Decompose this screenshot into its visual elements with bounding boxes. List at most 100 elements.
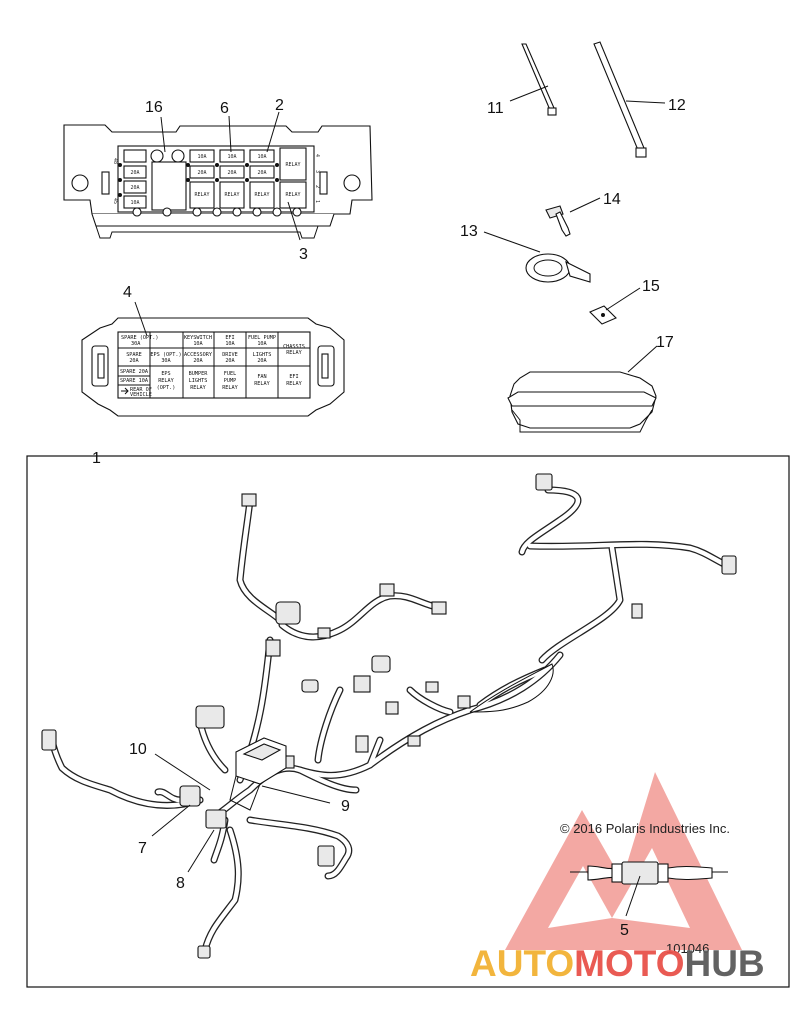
fuse-box-side-label: 3: [314, 170, 320, 173]
callout-10: 10: [129, 741, 147, 758]
harness-fuse-box-mount: [229, 737, 287, 811]
callout-4: 4: [123, 284, 132, 301]
push-rivet: [545, 205, 571, 237]
fuse-cover-cell: 20A: [225, 358, 235, 364]
callout-numbers: 1 2 3 4 5 6 7 8 9 10 11 12 13 14 15 16 1…: [92, 97, 686, 939]
fuse-cover-cell: RELAY: [286, 381, 302, 387]
callout-5: 5: [620, 922, 629, 939]
inline-fuse-holder: [570, 861, 728, 885]
cable-tie-long: [593, 41, 647, 158]
fuse-cover-cell: EPS: [161, 371, 170, 377]
fuse-label: 10A: [130, 200, 139, 206]
fuse-cover-cell: RELAY: [286, 350, 302, 356]
fuse-label: 20A: [227, 170, 236, 176]
callout-1: 1: [92, 450, 101, 467]
leader-lines: [134, 85, 666, 917]
callout-7: 7: [138, 840, 147, 857]
fuse-cover-cell: VEHICLE: [130, 392, 152, 398]
fuse-cover-cell: SPARE 10A: [120, 378, 149, 384]
fuse-cover-cell: (OPT.): [157, 385, 176, 391]
fuse-cover-cell: RELAY: [190, 385, 206, 391]
p-clamp: [525, 253, 591, 283]
callout-6: 6: [220, 100, 229, 117]
harness-frame: [26, 455, 790, 988]
callout-14: 14: [603, 191, 621, 208]
fuse-label: 10A: [197, 154, 206, 160]
fuse-cover-cell: DRIVE: [222, 352, 238, 358]
fuse-cover-cell: SPARE: [126, 352, 142, 358]
diagram-part-number: 101046: [666, 941, 709, 956]
harness-trunk-fill: [49, 487, 731, 953]
fuse-cover: SPARE (OPT.) 30A KEYSWITCH 10A EFI 10A F…: [81, 317, 345, 417]
fuse-cover-cell: ACCESSORY: [184, 352, 213, 358]
fuse-cover-cell: EFI: [225, 335, 234, 341]
relay-label: RELAY: [285, 162, 300, 168]
watermark-auto: AUTO: [470, 943, 574, 984]
fuse-box-side-label: 48: [112, 158, 118, 164]
fuse-cover-cell: SPARE 20A: [120, 369, 149, 375]
fuse-cover-cell: 10A: [225, 341, 235, 347]
watermark-text: AUTOMOTOHUB: [470, 943, 765, 984]
fuse-cover-cell: LIGHTS: [189, 378, 208, 384]
fuse-label: 20A: [197, 170, 206, 176]
fuse-cover-cell: 30A: [131, 341, 141, 347]
fuse-cover-cell: CHASSIS: [283, 344, 305, 350]
speed-nut-clip: [589, 305, 617, 325]
callout-17: 17: [656, 334, 674, 351]
fuse-label: 20A: [130, 185, 139, 191]
fuse-cover-cell: KEYSWITCH: [184, 335, 212, 341]
callout-9: 9: [341, 798, 350, 815]
relay-label: RELAY: [285, 192, 300, 198]
fuse-box-side-label: 2: [314, 185, 320, 188]
fuse-cover-cell: LIGHTS: [253, 352, 272, 358]
callout-2: 2: [275, 97, 284, 114]
fuse-cover-cell: 20A: [129, 358, 139, 364]
fuse-cover-cell: EFI: [289, 374, 298, 380]
fuse-label: 10A: [227, 154, 236, 160]
fuse-cover-cell: 20A: [193, 358, 203, 364]
callout-13: 13: [460, 223, 478, 240]
fuse-cover-cell: FAN: [257, 374, 266, 380]
fuse-cover-cell: 20A: [257, 358, 267, 364]
fuse-box-cover-housing: [507, 371, 657, 433]
copyright-notice: © 2016 Polaris Industries Inc.: [560, 821, 730, 836]
callout-15: 15: [642, 278, 660, 295]
watermark-hub: HUB: [684, 943, 764, 984]
fuse-box-bottom-tabs: [132, 207, 302, 217]
fuse-cover-cell: FUEL PUMP: [248, 335, 276, 341]
callout-11: 11: [487, 100, 504, 117]
cable-tie-short: [521, 43, 557, 116]
fuse-cover-cell: RELAY: [222, 385, 238, 391]
relay-label: RELAY: [254, 192, 269, 198]
watermark-logo: [505, 772, 742, 950]
fuse-box-side-label: 4: [314, 154, 320, 157]
fuse-cover-cell: 10A: [257, 341, 267, 347]
relay-label: RELAY: [194, 192, 209, 198]
fuse-box-side-label: 1: [314, 200, 320, 203]
fuse-cover-cell: 30A: [161, 358, 171, 364]
fuse-cover-cell: PUMP: [224, 378, 237, 384]
fuse-cover-cell: REAR OF: [130, 387, 152, 393]
fuse-cover-cell: 10A: [193, 341, 203, 347]
fuse-label: 10A: [257, 154, 266, 160]
relay-label: RELAY: [224, 192, 239, 198]
harness-connectors: [41, 473, 737, 959]
fuse-box: 10A 10A 10A RELAY 20A 20A 20A 20A 20A RE…: [63, 124, 373, 239]
fuse-cover-cell: RELAY: [254, 381, 270, 387]
callout-8: 8: [176, 875, 185, 892]
watermark-moto: MOTO: [574, 943, 684, 984]
wire-harness: [41, 473, 737, 959]
fuse-label: 20A: [257, 170, 266, 176]
callout-3: 3: [299, 246, 308, 263]
fuse-cover-cell: RELAY: [158, 378, 174, 384]
callout-16: 16: [145, 99, 163, 116]
fuse-label: 20A: [130, 170, 139, 176]
fuse-cover-cell: EPS (OPT.): [150, 352, 181, 358]
fuse-cover-cell: FUEL: [224, 371, 237, 377]
fuse-cover-cell: SPARE (OPT.): [121, 335, 158, 341]
fuse-cover-cell: BUMPER: [189, 371, 209, 377]
callout-12: 12: [668, 97, 686, 114]
fuse-holes: [118, 163, 279, 197]
fuse-box-side-label: 45: [112, 198, 118, 204]
